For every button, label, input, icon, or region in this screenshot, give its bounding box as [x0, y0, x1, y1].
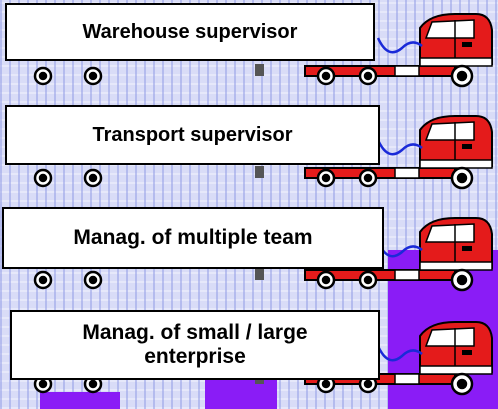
truck-graphic [33, 321, 493, 396]
trailer-label: Warehouse supervisor [5, 3, 375, 61]
purple-block-left [40, 392, 120, 409]
truck-transport-supervisor: Transport supervisor [0, 102, 498, 202]
trailer-label: Manag. of multiple team [2, 207, 384, 269]
truck-graphic [33, 115, 493, 190]
trailer-label: Manag. of small / large enterprise [10, 310, 380, 380]
truck-graphic [33, 13, 493, 88]
truck-graphic [33, 217, 493, 292]
truck-small-large-enterprise: Manag. of small / large enterprise [0, 308, 498, 408]
trailer-label: Transport supervisor [5, 105, 380, 165]
truck-warehouse-supervisor: Warehouse supervisor [0, 0, 498, 100]
truck-multiple-team: Manag. of multiple team [0, 204, 498, 304]
